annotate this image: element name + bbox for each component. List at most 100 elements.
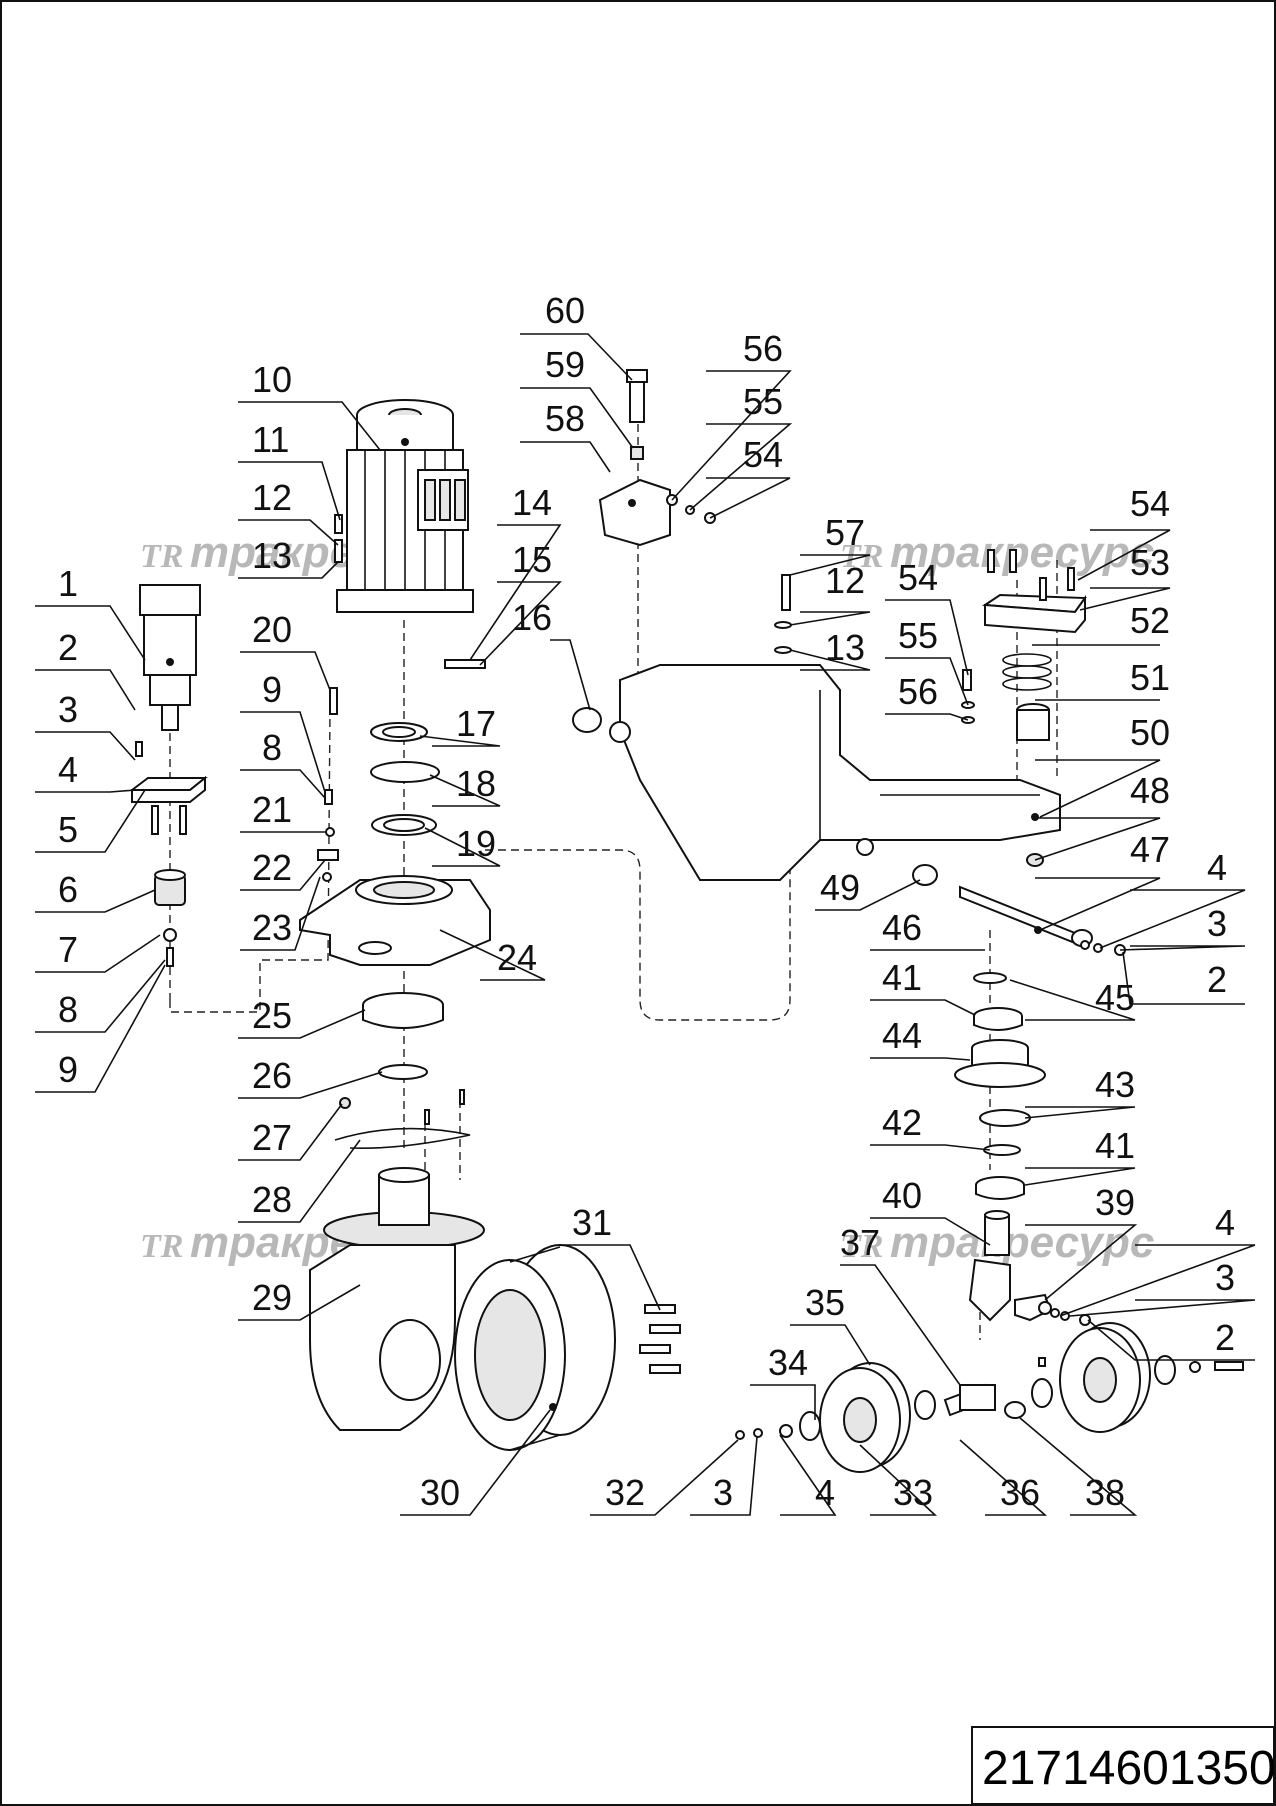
callout-31: 31 xyxy=(572,1202,612,1243)
callout-14: 14 xyxy=(512,482,552,523)
watermark-4: TR тракресурс xyxy=(840,1218,1154,1267)
callout-6: 6 xyxy=(58,869,78,910)
callout-51: 51 xyxy=(1130,657,1170,698)
lower-bearings xyxy=(334,992,471,1150)
bracket-part xyxy=(598,369,671,547)
callout-41: 41 xyxy=(1095,1125,1135,1166)
callout-4: 4 xyxy=(1207,847,1227,888)
callout-42: 42 xyxy=(882,1102,922,1143)
callout-36: 36 xyxy=(1000,1472,1040,1513)
callout-13: 13 xyxy=(825,627,865,668)
callout-1: 1 xyxy=(58,563,78,604)
callout-58: 58 xyxy=(545,398,585,439)
callout-7: 7 xyxy=(58,929,78,970)
callout-8: 8 xyxy=(262,727,282,768)
callout-53: 53 xyxy=(1130,542,1170,583)
callout-56: 56 xyxy=(898,671,938,712)
callout-9: 9 xyxy=(58,1049,78,1090)
callout-37: 37 xyxy=(840,1222,880,1263)
callout-5: 5 xyxy=(58,809,78,850)
callout-15: 15 xyxy=(512,539,552,580)
callout-57: 57 xyxy=(825,512,865,553)
watermark-2: TR тракресурс xyxy=(840,528,1154,577)
callout-40: 40 xyxy=(882,1175,922,1216)
callout-44: 44 xyxy=(882,1015,922,1056)
svg-text:TR: TR xyxy=(140,1228,183,1265)
callout-50: 50 xyxy=(1130,712,1170,753)
leader-lines xyxy=(35,333,1256,1516)
callout-43: 43 xyxy=(1095,1064,1135,1105)
callout-26: 26 xyxy=(252,1055,292,1096)
callout-12: 12 xyxy=(825,560,865,601)
spring-assembly-part xyxy=(982,593,1087,741)
callout-48: 48 xyxy=(1130,770,1170,811)
callout-25: 25 xyxy=(252,995,292,1036)
callout-52: 52 xyxy=(1130,600,1170,641)
callout-9: 9 xyxy=(262,669,282,710)
load-wheels-part xyxy=(735,1322,1244,1473)
callout-8: 8 xyxy=(58,989,78,1030)
callout-27: 27 xyxy=(252,1117,292,1158)
small-gear-part xyxy=(154,869,186,967)
chassis-part xyxy=(619,664,1061,881)
callout-11: 11 xyxy=(252,419,289,460)
bushings-part xyxy=(444,659,938,886)
wheel-housing-part xyxy=(309,1167,485,1431)
callout-32: 32 xyxy=(605,1472,645,1513)
callout-4: 4 xyxy=(1215,1202,1235,1243)
sensor-part xyxy=(139,584,201,731)
callout-55: 55 xyxy=(898,615,938,656)
callout-56: 56 xyxy=(743,328,783,369)
callout-39: 39 xyxy=(1095,1182,1135,1223)
callout-54: 54 xyxy=(743,434,783,475)
callout-54: 54 xyxy=(898,557,938,598)
callout-41: 41 xyxy=(882,957,922,998)
caster-stack-part xyxy=(954,972,1046,1256)
callout-18: 18 xyxy=(456,763,496,804)
drive-wheel-part xyxy=(454,1244,616,1451)
callout-29: 29 xyxy=(252,1277,292,1318)
callout-3: 3 xyxy=(713,1472,733,1513)
svg-text:тракресурс: тракресурс xyxy=(890,1218,1154,1267)
callout-60: 60 xyxy=(545,290,585,331)
callout-3: 3 xyxy=(1207,903,1227,944)
flange-plate-part xyxy=(129,741,208,835)
callout-3: 3 xyxy=(58,689,78,730)
callout-21: 21 xyxy=(252,789,292,830)
callout-38: 38 xyxy=(1085,1472,1125,1513)
svg-text:TR: TR xyxy=(840,1228,883,1265)
svg-text:тракресурс: тракресурс xyxy=(890,528,1154,577)
callout-49: 49 xyxy=(820,867,860,908)
callout-16: 16 xyxy=(512,597,552,638)
callout-30: 30 xyxy=(420,1472,460,1513)
caster-yoke-part xyxy=(968,1258,1052,1322)
fasteners-part xyxy=(317,494,1126,1367)
callout-24: 24 xyxy=(497,937,537,978)
callout-59: 59 xyxy=(545,344,585,385)
callout-45: 45 xyxy=(1095,977,1135,1018)
callout-labels: 60 59 58 56 55 54 10 11 12 13 14 15 16 5… xyxy=(58,290,1235,1513)
callout-10: 10 xyxy=(252,359,292,400)
callout-46: 46 xyxy=(882,907,922,948)
callout-4: 4 xyxy=(58,749,78,790)
callout-20: 20 xyxy=(252,609,292,650)
part-number-box: 217146013501 xyxy=(971,1726,1276,1805)
callout-33: 33 xyxy=(893,1472,933,1513)
callout-2: 2 xyxy=(58,627,78,668)
callout-23: 23 xyxy=(252,907,292,948)
callout-12: 12 xyxy=(252,477,292,518)
callout-22: 22 xyxy=(252,847,292,888)
callout-47: 47 xyxy=(1130,829,1170,870)
callout-4: 4 xyxy=(815,1472,835,1513)
callout-2: 2 xyxy=(1215,1317,1235,1358)
seal-rings xyxy=(370,722,440,836)
callout-2: 2 xyxy=(1207,959,1227,1000)
callout-28: 28 xyxy=(252,1179,292,1220)
part-number-text: 217146013501 xyxy=(982,1742,1276,1795)
callout-55: 55 xyxy=(743,381,783,422)
motor-part xyxy=(336,399,474,613)
callout-19: 19 xyxy=(456,823,496,864)
studs-part xyxy=(639,1304,681,1374)
